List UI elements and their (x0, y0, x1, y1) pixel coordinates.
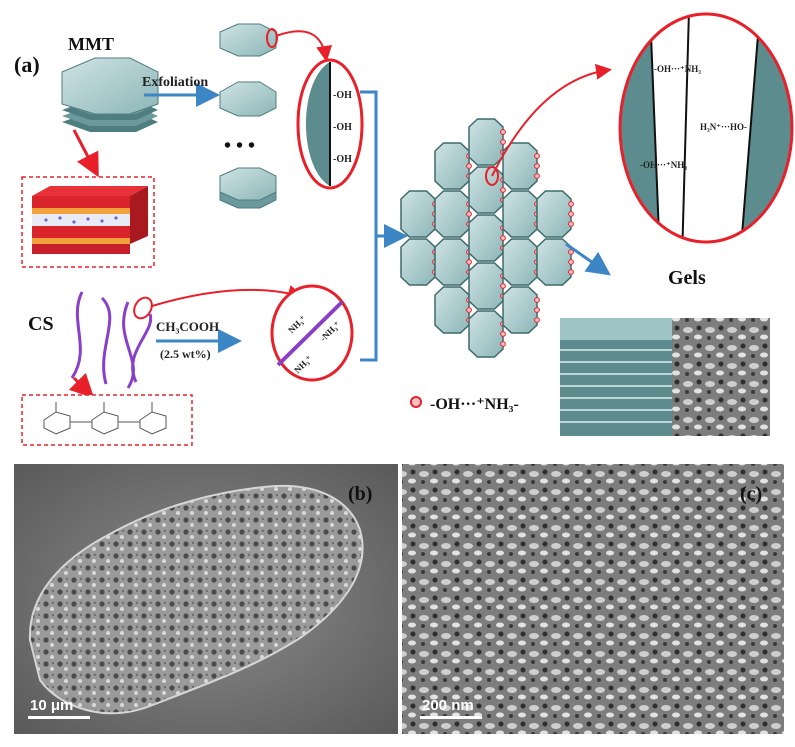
hbond-dot (500, 341, 506, 347)
hexagon-platelet-8 (468, 214, 504, 262)
zoom-connector-mmt (275, 30, 333, 62)
hbond-dot (500, 139, 506, 145)
hbond-dot (500, 331, 506, 337)
hexagon-platelet-2 (434, 142, 470, 190)
hbond-dot (568, 249, 574, 255)
mmt-surface-zoom: -OH -OH -OH (296, 58, 364, 190)
panel-b-scale-bar (28, 716, 90, 719)
hexagon-platelet-15 (536, 190, 572, 238)
hbond-dot (466, 259, 472, 265)
hexagon-platelet-3 (434, 190, 470, 238)
legend-marker (410, 396, 422, 408)
hbond-dot (466, 307, 472, 313)
zoom-label-middle: H₃N⁺···HO- (700, 122, 747, 132)
cs-chains (70, 291, 153, 389)
zoom-label-bottom-left: -OH···⁺NH₃ (640, 160, 687, 170)
hexagon-platelet-6 (468, 118, 504, 166)
panel-a-label: (a) (14, 52, 40, 77)
cs-highlight-ellipse (133, 296, 153, 320)
hbond-dot (466, 163, 472, 169)
hbond-dot (534, 163, 540, 169)
cs-label: CS (28, 313, 54, 335)
hbond-dot (534, 317, 540, 323)
hbond-dot (534, 173, 540, 179)
panel-c: (c) 200 nm (402, 464, 784, 734)
hexagon-platelet-13 (502, 238, 538, 286)
mmt-stack (61, 57, 159, 132)
panel-a: (a) MMT Exfoliation • • • (14, 12, 794, 446)
ellipsis-dots: • • • (224, 135, 255, 157)
cs-structure-arrow (68, 372, 95, 399)
panel-c-scale-label: 200 nm (422, 697, 474, 714)
hexagon-platelet-11 (502, 142, 538, 190)
hexagon-platelet-10 (468, 310, 504, 358)
hexagon-platelet-12 (502, 190, 538, 238)
hbond-dot (500, 283, 506, 289)
hexagon-platelet-9 (468, 262, 504, 310)
hbond-dot (568, 201, 574, 207)
panel-b: (b) 10 μm (14, 464, 398, 734)
hbond-dot (534, 297, 540, 303)
hbond-dot (568, 211, 574, 217)
sem-particle (28, 484, 364, 715)
gel-stack (560, 318, 770, 436)
single-sheet-top (219, 23, 278, 57)
hexagon-platelet-5 (434, 286, 470, 334)
hexagon-platelet-16 (536, 238, 572, 286)
hexagon-platelet-0 (400, 190, 436, 238)
merge-bracket (360, 90, 402, 362)
hbond-dot (500, 235, 506, 241)
hbond-dot (568, 221, 574, 227)
oh-label-2: -OH (333, 122, 352, 133)
exfoliation-label: Exfoliation (142, 75, 208, 90)
zoom-connector-network (491, 63, 612, 177)
hexagon-platelet-1 (400, 238, 436, 286)
panel-c-label: (c) (740, 483, 762, 505)
panel-b-label: (b) (348, 483, 372, 505)
hbond-dot (500, 187, 506, 193)
acid-conc-label: (2.5 wt%) (160, 347, 211, 361)
zoom-label-top-left: -OH···⁺NH₃ (654, 64, 701, 74)
panel-b-scale-label: 10 μm (30, 697, 73, 714)
acid-label: CH₃COOH (156, 319, 219, 334)
hexagon-platelet-4 (434, 238, 470, 286)
legend: -OH···⁺NH₃- (410, 396, 519, 413)
gels-arrow (565, 242, 611, 276)
oh-label-3: -OH (333, 154, 352, 165)
thin-stack-sheet (219, 167, 277, 209)
gels-label: Gels (668, 267, 706, 289)
hbond-dot (534, 153, 540, 159)
hbond-dot (568, 259, 574, 265)
mmt-label: MMT (68, 34, 114, 54)
oh-label-1: -OH (333, 90, 352, 101)
hbond-dot (500, 129, 506, 135)
single-sheet-mid (219, 81, 277, 117)
chitosan-structure (21, 394, 193, 446)
panel-c-scale-bar (420, 716, 482, 719)
cs-zoom: NH₃⁺ -NH₃⁺ NH₃⁺ (270, 284, 354, 382)
hexagon-platelet-14 (502, 286, 538, 334)
hbond-dot (534, 307, 540, 313)
legend-text: -OH···⁺NH₃- (430, 396, 519, 413)
hbond-dot (466, 211, 472, 217)
hbond-dot (568, 269, 574, 275)
mmt-layer-structure (21, 129, 155, 268)
hexagon-network (400, 118, 574, 358)
zoom-connector-cs (151, 285, 304, 307)
